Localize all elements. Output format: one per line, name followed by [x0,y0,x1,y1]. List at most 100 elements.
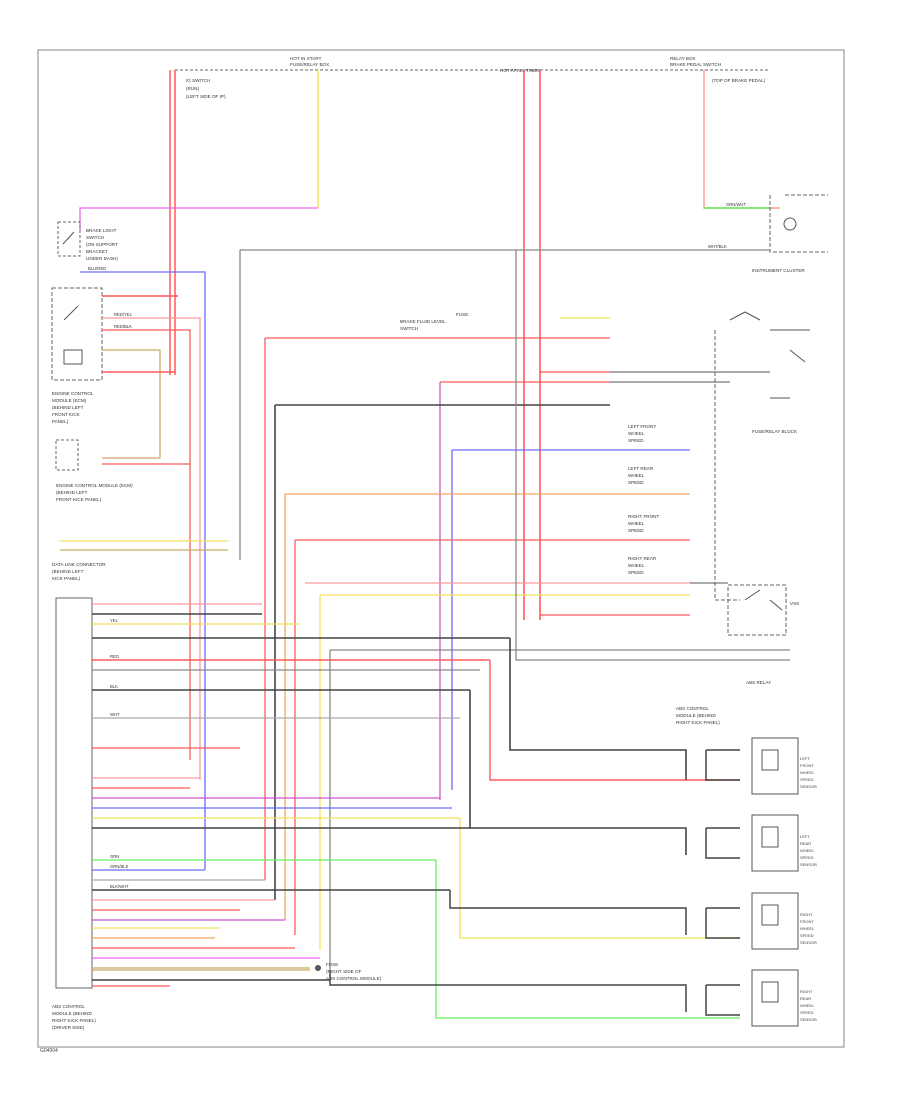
ws-rf-label-2: FRONT [800,919,814,924]
sg-label-1-2: SPEED [628,480,644,485]
sg-label-3-0: RIGHT REAR [628,556,657,561]
wire-label-blk-wht: BLK/WHT [110,884,129,889]
ws-lr-label-3: WHEEL [800,848,815,853]
ecm-label-4: FRONT KICK [52,412,81,417]
ws-rf-label-5: SENSOR [800,940,817,945]
wire-label-wht: WHT [110,712,120,717]
ig-switch-label-1: IG SWITCH [186,78,210,83]
ws-lf-label-1: LEFT [800,756,810,761]
wire-blue-brake [80,271,206,870]
diagram-frame [37,49,845,1048]
wheel-speed-sensor-rr: RIGHT REAR WHEEL SPEED SENSOR [705,969,817,1027]
abs-control-module-connector: ABS CONTROL MODULE (BEHIND RIGHT KICK PA… [52,597,96,1030]
fuse-relay-block: FUSE/RELAY BLOCK [714,311,810,601]
sg-label-2-2: SPEED [628,528,644,533]
abs-relay: VSS ABS RELAY [690,582,799,685]
wire-tan-ecm-4 [102,349,161,459]
brake-light-switch-label-2: SWITCH [86,235,104,240]
ws-rf-label-1: RIGHT [800,912,813,917]
abs-relay-label: ABS RELAY [746,680,771,685]
wire-red-h5-route [489,660,740,781]
dlc-label-3: KICK PANEL) [52,576,81,581]
wire-label-grn-wht: GRN/WHT [726,202,746,207]
abs-module-label-4: (DRIVER SIDE) [52,1025,85,1030]
wheel-speed-sensor-rf: RIGHT FRONT WHEEL SPEED SENSOR [705,892,817,950]
top-label-hot: HOT AT ALL TIMES [500,68,540,73]
wire-black-h19-route [449,890,687,935]
wire-label-blk: BLK [110,684,118,689]
ecm-connector-label-3: FRONT KICK PANEL) [56,497,102,502]
ws-rr-label-5: SENSOR [800,1017,817,1022]
wire-yellow-h14-route [459,818,740,939]
instrument-cluster: INSTRUMENT CLUSTER [752,194,828,273]
ws-lr-label-1: LEFT [800,834,810,839]
ws-lf-label-5: SENSOR [800,784,817,789]
wheel-speed-sensor-lr: LEFT REAR WHEEL SPEED SENSOR [705,814,817,872]
wheel-speed-sensor-lf: LEFT FRONT WHEEL SPEED SENSOR [685,737,817,795]
abs-module-header-2: MODULE (BEHIND [676,713,716,718]
wire-black-h4-route [509,638,687,775]
ws-rr-label-1: RIGHT [800,989,813,994]
fuse-right-label-3: (TOP OF BRAKE PEDAL) [712,78,766,83]
ws-lr-label-2: REAR [800,841,811,846]
ecm-connector: ENGINE CONTROL MODULE (ECM) (BEHIND LEFT… [55,439,133,502]
abs-fuse-label-1: FUSE [326,962,338,967]
engine-control-module: ENGINE CONTROL MODULE (ECM) (BEHIND LEFT… [51,287,103,424]
brake-light-switch: BRAKE LIGHT SWITCH (ON SUPPORT BRACKET U… [57,221,118,261]
ecm-label-2: MODULE (ECM) [52,398,87,403]
sg-label-3-2: SPEED [628,570,644,575]
vss-label: VSS [790,601,799,606]
wire-gray-relay-2 [515,250,790,661]
ecm-label-1: ENGINE CONTROL [52,391,94,396]
wire-red-ecm-3 [102,329,191,760]
wire-black-h28-route [329,970,687,1012]
ig-switch-label-3: (LEFT SIDE OF IP) [186,94,226,99]
abs-module-label-2: MODULE (BEHIND [52,1011,92,1016]
ecm-connector-label-1: ENGINE CONTROL MODULE (ECM) [56,483,133,488]
instrument-cluster-label: INSTRUMENT CLUSTER [752,268,805,273]
top-label-fuse-left-1: HOT IN START [290,56,322,61]
abs-fuse-label-3: ABS CONTROL MODULE) [326,976,382,981]
diagram-footer-code: G04004 [40,1048,58,1054]
wire-label-red-blk: RED/BLK [114,324,132,329]
wire-label-red: RED [110,654,119,659]
top-label-fuse-right-2: BRAKE PEDAL SWITCH [670,62,721,67]
ig-switch-label-2: (RUN) [186,86,199,91]
wire-label-grn: GRN [110,854,119,859]
brake-fluid-label-3: SWITCH [400,326,418,331]
sg-label-2-1: WHEEL [628,521,645,526]
sensor-group-labels: LEFT FRONT WHEEL SPEED LEFT REAR WHEEL S… [628,424,659,575]
ecm-label-5: PANEL) [52,419,69,424]
sg-label-0-1: WHEEL [628,431,645,436]
abs-module-header-1: ABS CONTROL [676,706,709,711]
dlc-label-2: (BEHIND LEFT [52,569,84,574]
wire-label-wht-blk: WHT/BLK [708,244,727,249]
wire-green-h16-route [435,860,740,1019]
dlc-label-1: DATA LINK CONNECTOR [52,562,106,567]
ws-rr-label-2: REAR [800,996,811,1001]
wire-label-blu-red: BLU/RED [88,266,106,271]
ecm-connector-label-2: (BEHIND LEFT [56,490,88,495]
sg-label-0-0: LEFT FRONT [628,424,656,429]
wire-pink-right-feed [703,70,780,209]
ws-lr-label-4: SPEED [800,855,814,860]
brake-light-switch-label-4: BRACKET [86,249,108,254]
ws-rr-label-4: SPEED [800,1010,814,1015]
wire-label-grn-blk: GRN/BLK [110,864,129,869]
sg-label-1-0: LEFT REAR [628,466,654,471]
sg-label-1-1: WHEEL [628,473,645,478]
sg-label-3-1: WHEEL [628,563,645,568]
ws-lf-label-4: SPEED [800,777,814,782]
brake-light-switch-label-5: UNDER DASH) [86,256,118,261]
abs-module-header-3: RIGHT KICK PANEL) [676,720,720,725]
ws-rf-label-4: SPEED [800,933,814,938]
brake-fluid-label-2: BRAKE FLUID LEVEL [400,319,446,324]
abs-fuse-label-2: (RIGHT SIDE OF [326,969,362,974]
wire-label-red-ylw: RED/YEL [114,312,133,317]
top-label-fuse-right-1: RELAY BOX [670,56,696,61]
abs-module-label-1: ABS CONTROL [52,1004,85,1009]
abs-fuse: FUSE (RIGHT SIDE OF ABS CONTROL MODULE) [92,962,382,981]
ws-lf-label-3: WHEEL [800,770,815,775]
brake-light-switch-label-3: (ON SUPPORT [86,242,118,247]
